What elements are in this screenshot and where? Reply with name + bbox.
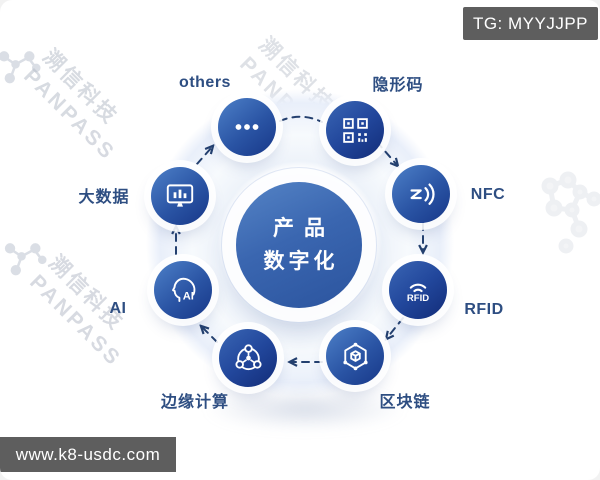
node-invisible-code — [326, 101, 384, 159]
ellipsis-icon — [235, 124, 259, 130]
node-blockchain — [326, 327, 384, 385]
ai-head-icon: AI — [172, 277, 196, 303]
bar-chart-monitor-icon — [166, 184, 194, 207]
website-url-badge: www.k8-usdc.com — [0, 437, 176, 472]
label-rfid: RFID — [464, 301, 504, 318]
connector-others-qr — [279, 115, 323, 123]
qr-code-icon — [342, 117, 368, 143]
tg-contact-badge: TG: MYYJJPP — [463, 7, 598, 40]
label-invisible-code: 隐形码 — [372, 77, 424, 94]
arrow-bigdata-to-others — [196, 147, 212, 165]
node-others — [218, 98, 276, 156]
node-rfid: RFID — [389, 261, 447, 319]
center-title-line1: 产品 — [273, 217, 335, 240]
blockchain-cube-icon — [342, 342, 368, 370]
rfid-signal-icon: RFID — [407, 283, 429, 304]
label-ai: AI — [109, 300, 127, 317]
label-blockchain: 区块链 — [379, 394, 431, 411]
node-big-data — [151, 167, 209, 225]
arrow-qr-to-nfc — [376, 141, 397, 165]
node-nfc — [392, 165, 450, 223]
node-ai: AI — [154, 261, 212, 319]
ai-icon-text: AI — [183, 291, 194, 303]
center-node-product-digitalization: 产品 数字化 — [236, 182, 362, 308]
ring-shadow — [205, 388, 405, 430]
label-nfc: NFC — [470, 186, 506, 203]
label-edge-computing: 边缘计算 — [160, 394, 230, 411]
network-hub-icon — [234, 343, 262, 370]
arrow-rfid-to-blockchain — [387, 317, 404, 338]
arrow-edge-to-ai — [202, 327, 218, 343]
label-big-data: 大数据 — [78, 189, 130, 206]
node-edge-computing — [219, 329, 277, 387]
rfid-icon-text: RFID — [407, 293, 429, 304]
center-title-line2: 数字化 — [263, 250, 339, 273]
label-others: others — [179, 74, 231, 91]
nfc-wave-icon — [410, 183, 435, 205]
